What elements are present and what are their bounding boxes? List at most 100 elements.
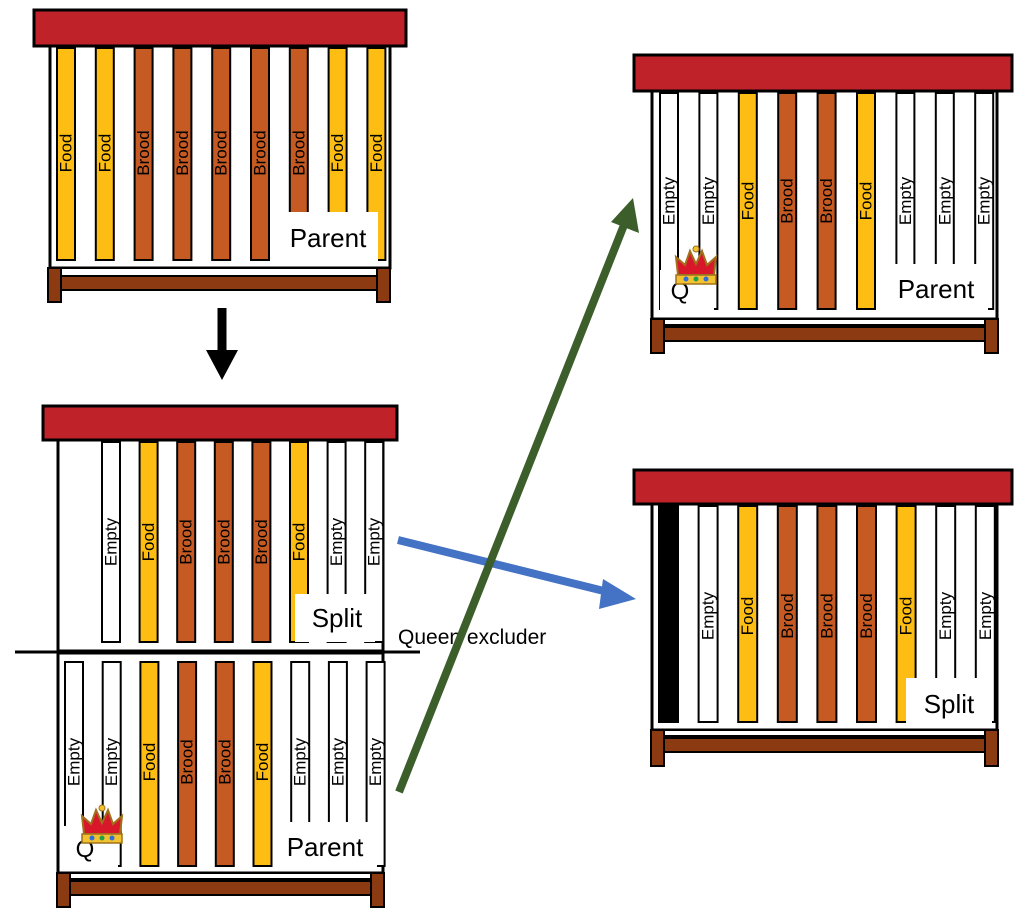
hive-label: Parent — [287, 832, 364, 862]
frame-label: Brood — [212, 130, 231, 175]
frame-brood — [777, 92, 798, 310]
frame-label: Empty — [65, 737, 84, 786]
frame-food — [737, 92, 758, 310]
frame-empty — [101, 441, 121, 643]
hive-base — [650, 318, 999, 354]
frame-label: Empty — [976, 591, 995, 640]
frame-group: Empty Food Brood Brood Brood Food Empty Empty — [101, 441, 385, 643]
frame-label: Brood — [134, 130, 153, 175]
arrow-to-parent — [395, 198, 639, 794]
frame-label: Empty — [896, 176, 915, 225]
frame-label: Food — [139, 523, 158, 562]
frame-brood — [176, 441, 197, 643]
frame-label: Empty — [936, 591, 955, 640]
frame-label: Brood — [173, 130, 192, 175]
frame-label: Food — [738, 182, 757, 221]
frame-label: Brood — [214, 519, 233, 564]
frame-label: Brood — [252, 519, 271, 564]
hive-label: Parent — [898, 274, 975, 304]
hive-base — [56, 872, 385, 908]
frame-label: Empty — [102, 517, 121, 566]
frame-label: Empty — [291, 737, 310, 786]
hive-label: Parent — [290, 223, 367, 253]
frame-brood — [177, 661, 198, 867]
hive-split-final: Frame feeder Empty Food Brood Brood Brood Food… — [632, 468, 1014, 767]
frame-brood — [211, 47, 232, 261]
frame-brood — [133, 47, 154, 261]
frame-brood — [172, 47, 193, 261]
frame-label: Brood — [177, 519, 196, 564]
hive-label: Split — [924, 689, 975, 719]
hive-roof — [41, 404, 399, 442]
hive-roof — [632, 468, 1014, 506]
hive-parent-final: Empty Empty Food Brood Brood Food Empty Empty Em… — [632, 53, 1014, 354]
frame-food — [94, 47, 115, 261]
frame-label: Empty — [699, 176, 718, 225]
frame-label: Brood — [251, 130, 270, 175]
frame-brood — [856, 505, 877, 723]
frame-label: Brood — [778, 178, 797, 223]
hive-base — [650, 729, 999, 767]
crown-icon — [674, 245, 718, 285]
frame-food — [139, 661, 160, 867]
frame-label: Brood — [857, 593, 876, 638]
hive-roof — [632, 53, 1014, 93]
hive-label-box — [906, 678, 992, 726]
frame-label: Empty — [365, 517, 384, 566]
frame-label: Empty — [328, 737, 347, 786]
frame-food — [252, 661, 273, 867]
hive-label-box — [295, 594, 375, 642]
frame-label: Empty — [975, 176, 994, 225]
frame-label: Brood — [817, 593, 836, 638]
frame-label: Empty — [327, 517, 346, 566]
frame-brood — [816, 505, 838, 723]
frame-group: Empty Empty Food Brood Brood Food Empty Empty Em… — [64, 661, 386, 867]
frame-label: Empty — [660, 176, 679, 225]
frame-food — [737, 505, 759, 723]
frame-food — [856, 92, 876, 310]
frame-label: Food — [738, 597, 757, 636]
hive-base — [47, 267, 391, 303]
frame-brood — [214, 661, 235, 867]
frame-empty — [697, 505, 719, 723]
frame-brood — [816, 92, 837, 310]
frame-label: Empty — [699, 591, 718, 640]
frame-label: Food — [897, 597, 916, 636]
hive-label-box — [273, 822, 377, 868]
frame-label: Empty — [102, 737, 121, 786]
hive-roof — [32, 8, 408, 48]
frame-label: Brood — [215, 739, 234, 784]
frame-label: Food — [140, 743, 159, 782]
frame-label: Food — [57, 134, 76, 173]
frame-label: Brood — [178, 739, 197, 784]
frame-label: Food — [253, 743, 272, 782]
queen-excluder-label: Queen excluder — [398, 626, 546, 649]
frame-label: Empty — [935, 176, 954, 225]
crown-icon — [80, 804, 124, 844]
frame-group: Empty Empty Food Brood Brood Food Empty Empty Em… — [659, 92, 995, 310]
frame-label: Food — [857, 182, 876, 221]
frame-group: Frame feeder Empty Food Brood Brood Brood Food… — [658, 505, 996, 723]
hive-label-box — [278, 212, 378, 264]
arrow-to-split — [397, 536, 636, 609]
frame-brood — [250, 47, 270, 261]
arrow-down — [206, 308, 238, 380]
frame-label: Food — [290, 523, 309, 562]
frame-label: Frame feeder — [659, 565, 678, 667]
frame-label: Food — [328, 134, 347, 173]
hive-label: Split — [312, 603, 363, 633]
frame-label: Food — [367, 134, 386, 173]
frame-label: Brood — [289, 130, 308, 175]
frame-label: Brood — [778, 593, 797, 638]
frame-brood — [213, 441, 234, 643]
frame-label: Brood — [817, 178, 836, 223]
frame-feeder — [658, 505, 679, 723]
frame-food — [138, 441, 159, 643]
hive-label-box — [884, 264, 988, 312]
frame-brood — [776, 505, 798, 723]
frame-label: Empty — [366, 737, 385, 786]
